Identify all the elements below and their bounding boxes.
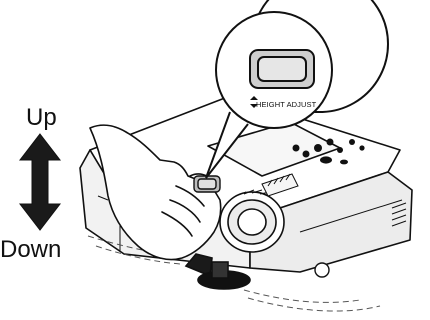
- down-label: Down: [0, 236, 61, 264]
- height-adjust-label: HEIGHT ADJUST: [256, 100, 316, 109]
- up-label: Up: [26, 104, 57, 132]
- height-adjust-button: [194, 176, 220, 192]
- callout-button: [250, 50, 314, 88]
- front-foot-right: [315, 263, 329, 277]
- up-down-double-arrow-icon: [20, 134, 60, 230]
